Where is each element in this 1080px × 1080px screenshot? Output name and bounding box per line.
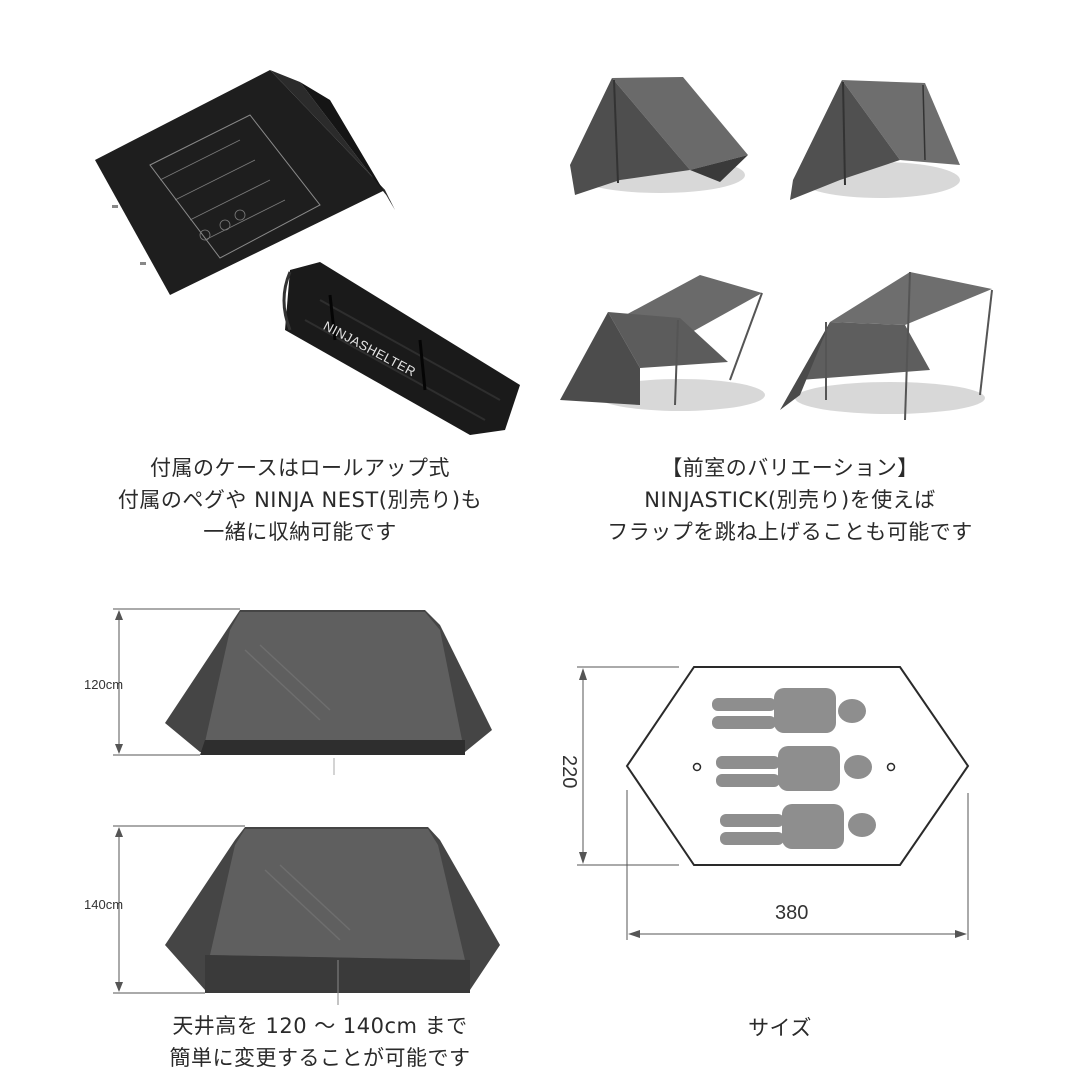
height-caption: 天井高を 120 〜 140cm まで 簡単に変更することが可能です <box>90 1010 550 1074</box>
width-dimension-label: 220 <box>558 755 580 789</box>
height-120-label: 120cm <box>84 677 124 692</box>
caption-line: NINJASTICK(別売り)を使えば <box>644 488 936 512</box>
caption-line: 【前室のバリエーション】 <box>661 456 919 480</box>
variations-caption: 【前室のバリエーション】 NINJASTICK(別売り)を使えば フラップを跳ね… <box>540 452 1040 548</box>
length-dimension-label: 380 <box>775 902 809 924</box>
caption-line: フラップを跳ね上げることも可能です <box>607 520 973 544</box>
size-caption: サイズ <box>748 1016 812 1040</box>
case-caption: 付属のケースはロールアップ式 付属のペグや NINJA NEST(別売り)も 一… <box>60 452 540 548</box>
person-icon <box>720 804 876 849</box>
caption-line: 付属のペグや NINJA NEST(別売り)も <box>117 488 483 512</box>
height-140-label: 140cm <box>84 897 124 912</box>
caption-line: 天井高を 120 〜 140cm まで <box>172 1014 468 1038</box>
person-icon <box>712 688 866 733</box>
person-icon <box>716 746 872 791</box>
caption-line: 付属のケースはロールアップ式 <box>150 456 450 480</box>
caption-line: 簡単に変更することが可能です <box>169 1046 471 1070</box>
caption-line: 一緒に収納可能です <box>203 520 397 544</box>
